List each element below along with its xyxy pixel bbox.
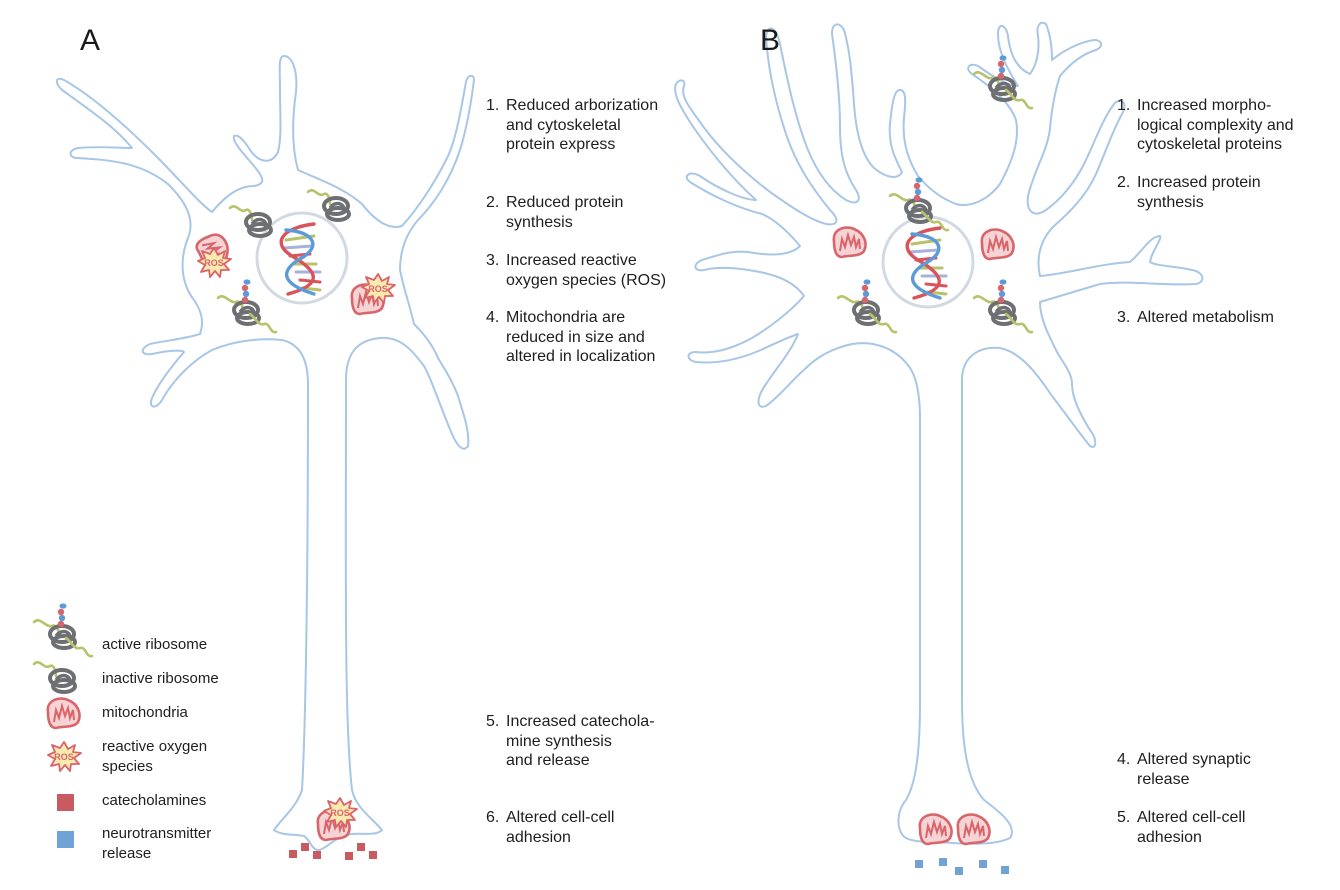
active-ribosome — [888, 175, 950, 233]
active-ribosome-icon — [32, 601, 94, 659]
neurotransmitter-release — [915, 858, 1009, 875]
mitochondria-with-ros — [350, 273, 396, 316]
note-number: 3. — [486, 252, 500, 269]
mitochondria — [832, 226, 867, 259]
note-a-2: 2. Reduced protein synthesis — [486, 193, 623, 232]
note-text: Altered cell-cell adhesion — [506, 809, 615, 846]
note-a-1: 1. Reduced arborization and cytoskeletal… — [486, 96, 658, 155]
note-text: Increased reactive oxygen species (ROS) — [506, 252, 667, 289]
note-text: Increased morpho- logical complexity and… — [1137, 97, 1294, 153]
note-text: Increased protein synthesis — [1137, 174, 1261, 211]
nucleus-b — [881, 215, 975, 309]
mitochondria — [956, 813, 991, 846]
note-number: 4. — [1117, 751, 1131, 768]
note-number: 6. — [486, 809, 500, 826]
note-number: 2. — [1117, 174, 1131, 191]
note-number: 5. — [1117, 809, 1131, 826]
note-number: 1. — [486, 97, 500, 114]
synaptic-terminal-b — [915, 813, 1009, 875]
panel-label-a: A — [80, 24, 101, 57]
legend-label-mitochondria: mitochondria — [102, 704, 188, 721]
note-number: 5. — [486, 713, 500, 730]
note-text: Mitochondria are reduced in size and alt… — [506, 309, 656, 365]
inactive-ribosome-icon — [32, 660, 77, 694]
legend-label-neurotransmitter: neurotransmitter release — [102, 825, 212, 862]
note-b-1: 1. Increased morpho- logical complexity … — [1117, 96, 1294, 155]
note-text: Altered cell-cell adhesion — [1137, 809, 1246, 846]
active-ribosome — [836, 277, 898, 335]
catecholamine-release — [289, 843, 377, 860]
note-text: Increased catechola- mine synthesis and … — [506, 713, 655, 769]
active-ribosome — [972, 277, 1034, 335]
note-b-4: 4. Altered synaptic release — [1117, 750, 1251, 789]
note-number: 4. — [486, 309, 500, 326]
panel-label-b: B — [760, 24, 781, 57]
legend-label-ros: reactive oxygen species — [102, 738, 208, 775]
ros-icon — [47, 741, 82, 772]
note-b-2: 2. Increased protein synthesis — [1117, 173, 1261, 212]
neuron-a-membrane — [56, 55, 475, 851]
legend-label-active-ribosome: active ribosome — [102, 636, 208, 653]
note-text: Reduced arborization and cytoskeletal pr… — [506, 97, 659, 153]
note-b-3: 3. Altered metabolism — [1117, 308, 1274, 328]
mitochondria — [980, 228, 1015, 261]
note-b-5: 5. Altered cell-cell adhesion — [1117, 808, 1245, 847]
note-a-4: 4. Mitochondria are reduced in size and … — [486, 308, 655, 367]
note-text: Altered metabolism — [1137, 309, 1274, 326]
note-a-5: 5. Increased catechola- mine synthesis a… — [486, 712, 655, 771]
mitochondria-with-ros — [193, 230, 235, 278]
note-number: 3. — [1117, 309, 1131, 326]
synaptic-terminal-a — [289, 797, 377, 860]
legend-label-catecholamines: catecholamines — [102, 792, 207, 809]
neuron-b-membrane — [674, 21, 1204, 845]
note-text: Altered synaptic release — [1137, 751, 1251, 788]
note-a-6: 6. Altered cell-cell adhesion — [486, 808, 614, 847]
catecholamine-icon — [57, 794, 74, 811]
note-a-3: 3. Increased reactive oxygen species (RO… — [486, 251, 666, 290]
mitochondria-icon — [46, 697, 81, 730]
neuron-b — [674, 21, 1204, 875]
legend-icons — [32, 601, 94, 848]
mitochondria — [918, 813, 953, 846]
neuron-a — [56, 55, 475, 860]
note-number: 1. — [1117, 97, 1131, 114]
note-number: 2. — [486, 194, 500, 211]
note-text: Reduced protein synthesis — [506, 194, 624, 231]
neurotransmitter-icon — [57, 831, 74, 848]
legend-label-inactive-ribosome: inactive ribosome — [102, 670, 219, 687]
